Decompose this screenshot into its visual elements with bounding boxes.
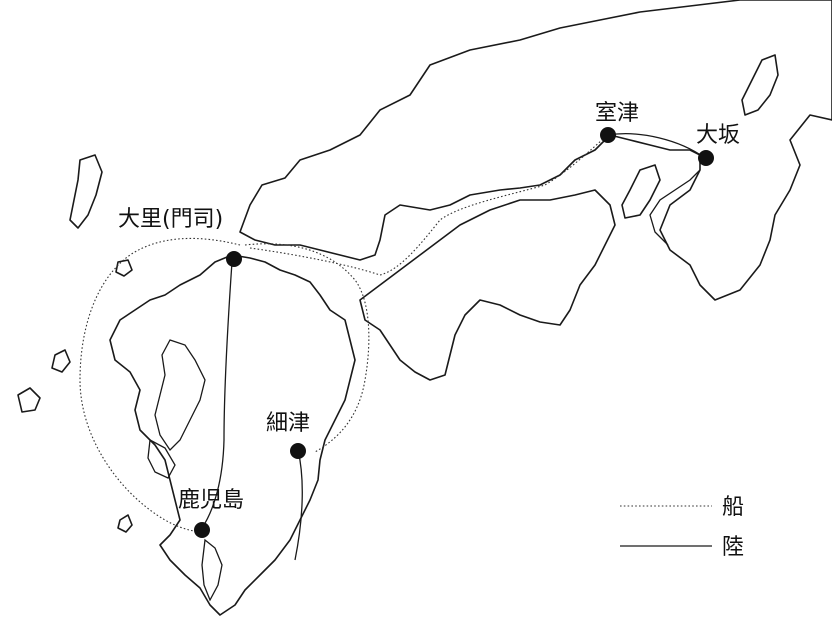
iki-island <box>115 259 133 277</box>
land-route-dairi-kagoshima <box>201 261 233 529</box>
legend-land-label: 陸 <box>722 535 744 560</box>
city-dot-dairi <box>226 251 242 267</box>
city-label-dairi: 大里(門司) <box>118 207 223 232</box>
legend-sea-label: 船 <box>722 495 744 520</box>
city-label-osaka: 大坂 <box>696 123 740 148</box>
goto-island-1 <box>51 349 71 373</box>
sea-route-west <box>79 237 241 533</box>
city-dot-hososhima <box>290 443 306 459</box>
honshu-landmass <box>239 0 832 301</box>
city-label-hososhima: 細津 <box>266 411 310 436</box>
city-label-kagoshima: 鹿児島 <box>178 488 244 513</box>
sea-route-east-kyushu <box>244 243 370 453</box>
city-dot-kagoshima <box>194 522 210 538</box>
shikoku-landmass <box>359 189 616 381</box>
awaji-island <box>621 164 661 219</box>
kagoshima-bay <box>201 538 223 602</box>
goto-island-2 <box>17 387 41 413</box>
lake-biwa <box>741 54 779 116</box>
ariake-sea-coast <box>154 339 206 452</box>
osaka-bay-coast <box>649 169 701 246</box>
city-dot-osaka <box>698 150 714 166</box>
koshiki-island <box>117 514 133 533</box>
sea-route-inland-sea <box>249 134 609 276</box>
city-dot-muro <box>600 127 616 143</box>
amakusa-coast <box>147 438 176 479</box>
city-label-muro: 室津 <box>595 101 639 126</box>
land-route-muro-osaka <box>607 133 706 159</box>
kyushu-landmass <box>109 254 356 616</box>
tsushima-island <box>69 154 103 229</box>
land-route-east-kyushu <box>294 449 303 561</box>
legend: 船 陸 <box>620 495 744 560</box>
